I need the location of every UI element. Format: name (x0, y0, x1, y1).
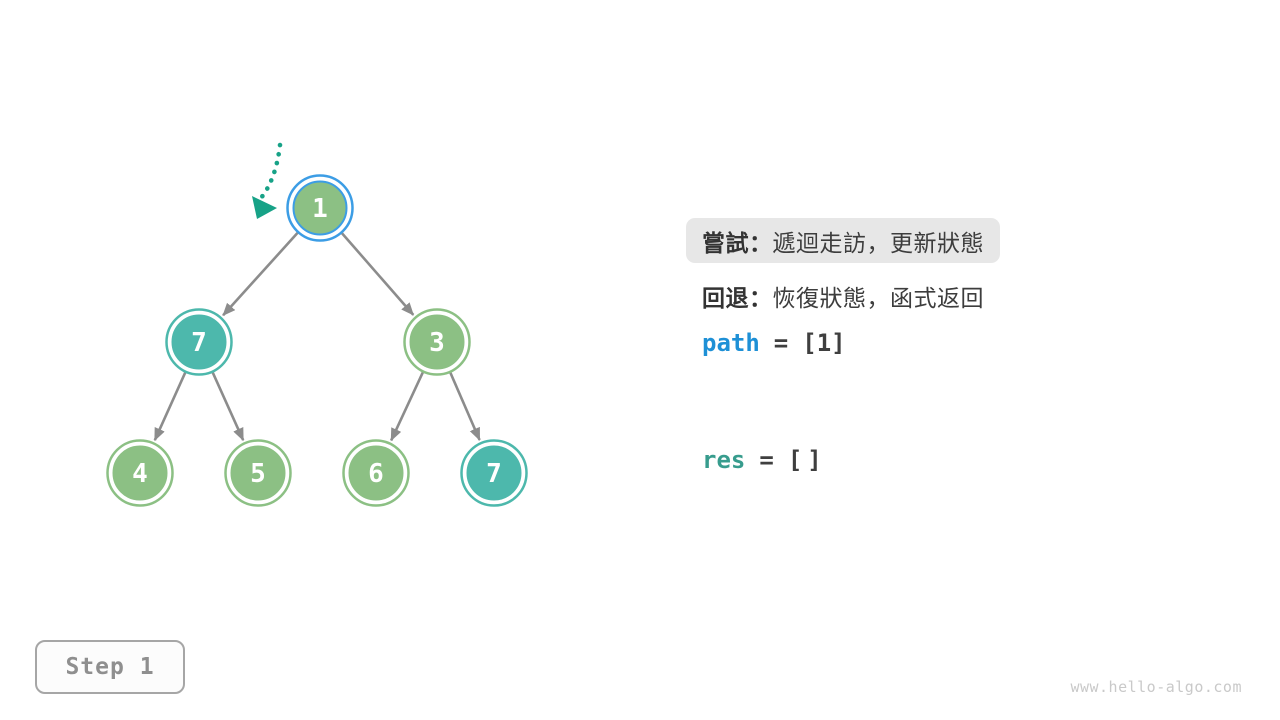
node-value: 7 (191, 328, 207, 358)
try-label: 嘗試： (702, 230, 773, 257)
node-body (171, 314, 227, 370)
path-variable-name: path (702, 329, 760, 357)
edge-right-to-rl (390, 368, 426, 442)
node-value: 7 (486, 459, 502, 489)
path-variable-line: path = [1] (702, 329, 846, 357)
try-text: 遞迴走訪，更新狀態 (772, 230, 984, 257)
node-body (112, 445, 168, 501)
tree-node-left-right: 5 (224, 439, 292, 507)
traversal-pointer-arrow (252, 142, 283, 219)
step-badge: Step 1 (35, 640, 185, 694)
tree-node-root: 1 (286, 174, 354, 242)
res-variable-line: res = [] (702, 446, 827, 474)
step-label: Step 1 (65, 654, 155, 680)
tree-node-left: 7 (165, 308, 233, 376)
node-body (348, 445, 404, 501)
tree-node-right: 3 (403, 308, 471, 376)
node-value: 5 (250, 459, 266, 489)
annotation-backtrack: 回退：恢復狀態，函式返回 (702, 279, 984, 313)
tree-node-left-left: 4 (106, 439, 174, 507)
path-value: [1] (802, 329, 846, 357)
tree-edges (153, 229, 481, 442)
tree-node-right-left: 6 (342, 439, 410, 507)
node-value: 1 (312, 194, 328, 224)
node-value: 4 (132, 459, 148, 489)
res-equals-sign: = (759, 446, 774, 474)
node-value: 6 (368, 459, 384, 489)
path-equals-sign: = (773, 329, 789, 357)
node-body (409, 314, 465, 370)
backtrack-text: 恢復狀態，函式返回 (772, 286, 984, 312)
pointer-arrowhead-icon (252, 196, 277, 219)
edge-left-to-ll (153, 368, 188, 442)
edge-right-to-rr (447, 368, 481, 441)
edge-root-to-left (222, 229, 301, 317)
backtrack-label: 回退： (702, 286, 773, 312)
pointer-dotted-trail (258, 142, 283, 201)
edge-left-to-lr (210, 368, 245, 442)
watermark: www.hello-algo.com (1070, 678, 1242, 696)
node-body (466, 445, 522, 501)
node-value: 3 (429, 328, 445, 358)
annotation-try: 嘗試：遞迴走訪，更新狀態 (686, 218, 1000, 263)
tree-node-right-right: 7 (460, 439, 528, 507)
res-value: [] (787, 446, 827, 474)
node-body (230, 445, 286, 501)
res-variable-name: res (702, 446, 746, 474)
node-body (292, 180, 348, 236)
edge-root-to-right (338, 229, 415, 316)
